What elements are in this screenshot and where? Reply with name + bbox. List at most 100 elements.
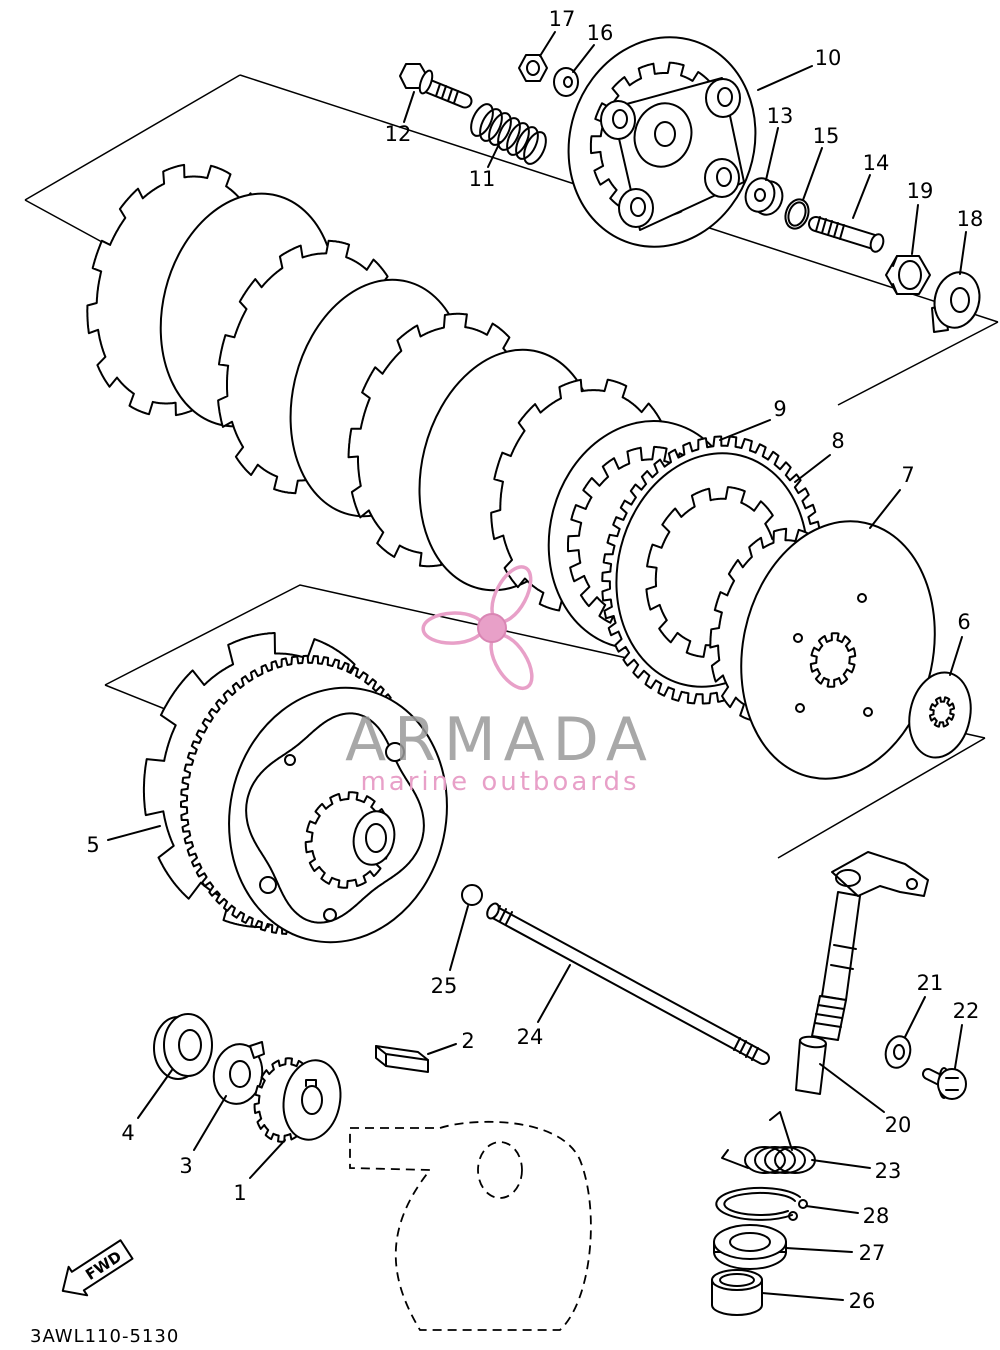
part-7-clutch-boss-stroke: [809, 632, 857, 688]
part-5-clutch-housing-stroke: [323, 908, 337, 922]
watermark-tagline: marine outboards: [360, 767, 639, 797]
callout-10: 10: [815, 46, 842, 70]
leader-10: [757, 65, 813, 91]
part-7-clutch-boss-stroke: [795, 703, 805, 713]
leader-27: [785, 1247, 853, 1253]
leader-4: [137, 1069, 173, 1119]
part-16-washer: [553, 67, 579, 97]
part-4-collar-stroke: [163, 1013, 213, 1077]
part-28-circlip-stroke: [798, 1199, 808, 1209]
part-2-key-stroke: [375, 1045, 429, 1073]
part-19-nut-stroke: [892, 255, 898, 295]
part-5-clutch-housing-stroke: [352, 810, 396, 866]
part-2-key-stroke: [375, 1045, 429, 1067]
leader-1: [249, 1139, 286, 1179]
callout-15: 15: [813, 124, 840, 148]
part-17-nut-stroke: [518, 54, 548, 82]
propeller-logo-icon-stroke: [477, 613, 507, 643]
leader-3: [193, 1095, 227, 1151]
part-11-spring-stroke: [515, 126, 539, 160]
part-20-kick-axle: [795, 851, 929, 1095]
leader-2: [427, 1043, 457, 1055]
part-13-collar-stroke: [754, 188, 766, 202]
part-12-bolt-stroke: [435, 83, 459, 104]
part-28-circlip-stroke: [715, 1186, 801, 1221]
callout-27: 27: [859, 1241, 886, 1265]
leader-16: [572, 44, 595, 73]
leader-7: [869, 489, 901, 529]
leader-24: [537, 964, 571, 1023]
part-22-bolt-stroke: [945, 1077, 959, 1091]
part-10-pressure-plate: [567, 36, 757, 248]
part-23-kick-spring: [721, 1111, 816, 1174]
callout-5: 5: [86, 833, 99, 857]
leader-11: [487, 141, 501, 168]
part-10-pressure-plate-stroke: [704, 158, 740, 198]
callout-6: 6: [957, 610, 970, 634]
leader-lines: [107, 31, 967, 1301]
part-21-washer-stroke: [893, 1044, 905, 1060]
part-14-push-rod-stroke: [810, 218, 880, 248]
leader-14: [852, 174, 871, 219]
part-11-spring-stroke: [470, 103, 494, 137]
part-28-circlip-stroke: [723, 1191, 796, 1216]
part-11-spring-stroke: [523, 131, 547, 165]
leader-18: [959, 231, 967, 275]
part-21-washer-stroke: [884, 1035, 912, 1069]
part-27-bearing-stroke: [713, 1224, 787, 1260]
leader-28: [805, 1205, 859, 1214]
part-10-pressure-plate-stroke: [600, 100, 636, 140]
callout-20: 20: [885, 1113, 912, 1137]
part-23-kick-spring-stroke: [744, 1146, 786, 1174]
part-17-nut-stroke: [526, 60, 540, 76]
callout-13: 13: [767, 104, 794, 128]
part-10-pressure-plate-stroke: [630, 197, 646, 217]
callout-21: 21: [917, 971, 944, 995]
part-18-lock-washer-stroke: [950, 287, 970, 313]
callout-18: 18: [957, 207, 984, 231]
part-22-bolt: [922, 1067, 967, 1100]
leader-9: [719, 419, 771, 441]
armada-watermark: ARMADA marine outboards: [345, 565, 647, 797]
leader-12: [403, 91, 415, 123]
callout-26: 26: [849, 1289, 876, 1313]
callout-16: 16: [587, 21, 614, 45]
part-1-primary-drive-gear-stroke: [301, 1085, 323, 1115]
part-11-spring: [470, 103, 547, 165]
callout-17: 17: [549, 7, 576, 31]
part-7-clutch-boss-stroke: [793, 633, 803, 643]
part-7-clutch-boss-stroke: [863, 707, 873, 717]
part-19-nut: [885, 255, 931, 295]
part-10-pressure-plate-stroke: [618, 188, 654, 228]
part-3-lock-washer: [212, 1041, 265, 1105]
part-16-washer-stroke: [563, 76, 573, 88]
part-20-kick-axle-stroke: [835, 869, 861, 887]
part-27-bearing: [713, 1224, 787, 1270]
part-22-bolt-stroke: [937, 1068, 967, 1100]
part-10-pressure-plate-stroke: [705, 78, 741, 118]
part-10-pressure-plate-stroke: [717, 87, 733, 107]
propeller-logo-icon-stroke: [421, 611, 485, 645]
drawing-code: 3AWL110-5130: [30, 1326, 179, 1347]
part-18-lock-washer: [931, 271, 981, 333]
callout-2: 2: [461, 1029, 474, 1053]
part-6-lock-washer-stroke: [929, 696, 955, 728]
part-7-clutch-boss: [709, 520, 936, 780]
part-1-primary-drive-gear-stroke: [305, 1079, 317, 1087]
fwd-arrow-icon-stroke: [61, 1239, 134, 1297]
part-6-lock-washer-stroke: [908, 671, 972, 759]
callout-25: 25: [431, 974, 458, 998]
leader-25: [449, 905, 469, 971]
part-15-o-ring-stroke: [784, 198, 810, 230]
part-12-bolt-stroke: [418, 69, 434, 95]
part-10-pressure-plate-stroke: [633, 102, 693, 168]
part-20-kick-axle-stroke: [795, 1039, 827, 1095]
leader-13: [765, 127, 779, 181]
callout-4: 4: [121, 1121, 134, 1145]
part-23-kick-spring-stroke: [764, 1146, 806, 1174]
part-26-bushing-stroke: [719, 1273, 755, 1287]
part-20-kick-axle-stroke: [799, 1035, 827, 1049]
part-26-bushing: [711, 1269, 763, 1316]
